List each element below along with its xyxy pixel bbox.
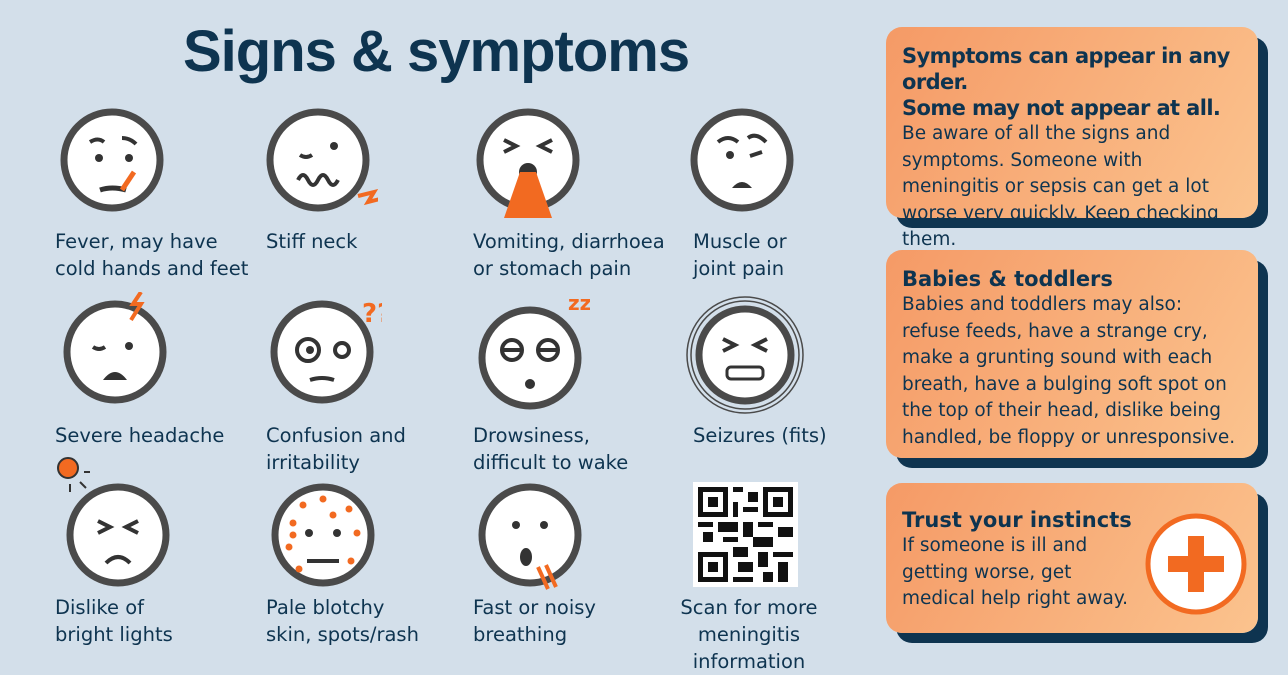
qr-code-icon xyxy=(698,487,793,582)
qr-caption: Scan for more meningitis information xyxy=(680,596,818,673)
rash-face-icon xyxy=(271,483,375,587)
box-text: Babies and toddlers may also: refuse fee… xyxy=(902,294,1236,448)
symptom-label: Dislike of bright lights xyxy=(55,596,173,646)
babies-toddlers-box: Babies & toddlers Babies and toddlers ma… xyxy=(886,250,1258,458)
box-heading: Babies & toddlers xyxy=(902,267,1113,291)
headache-face-icon xyxy=(63,292,167,404)
drowsy-face-icon: zzz xyxy=(478,298,590,410)
vomiting-face-icon xyxy=(476,108,580,218)
box-text: If someone is ill and getting worse, get… xyxy=(902,535,1129,609)
symptom-label: Pale blotchy skin, spots/rash xyxy=(266,596,419,646)
breathing-face-icon xyxy=(478,483,582,590)
symptom-label: Vomiting, diarrhoea or stomach pain xyxy=(473,230,665,280)
svg-text:zzz: zzz xyxy=(568,298,590,315)
symptom-label: Stiff neck xyxy=(266,230,358,253)
stiff-neck-face-icon xyxy=(266,108,378,212)
symptom-label: Seizures (fits) xyxy=(693,424,827,447)
light-sensitive-face-icon xyxy=(66,483,170,587)
pain-face-icon xyxy=(690,108,794,212)
trust-instincts-box: Trust your instincts If someone is ill a… xyxy=(886,483,1258,633)
symptom-label: Confusion and irritability xyxy=(266,424,406,474)
box-heading: Symptoms can appear in any order. Some m… xyxy=(902,44,1230,120)
medical-cross-icon xyxy=(1145,513,1247,615)
confused-face-icon: ?? xyxy=(270,299,382,404)
light-bulb-icon xyxy=(57,457,90,492)
symptom-label: Muscle or joint pain xyxy=(693,230,787,280)
symptom-label: Drowsiness, difficult to wake xyxy=(473,424,629,474)
svg-text:??: ?? xyxy=(362,299,382,329)
box-heading: Trust your instincts xyxy=(902,508,1132,532)
qr-code[interactable] xyxy=(693,482,798,587)
symptom-label: Fast or noisy breathing xyxy=(473,596,596,646)
any-order-box: Symptoms can appear in any order. Some m… xyxy=(886,27,1258,250)
fever-face-icon xyxy=(60,108,164,212)
symptom-label: Severe headache xyxy=(55,424,225,447)
page-title: Signs & symptoms xyxy=(183,19,690,84)
seizure-face-icon xyxy=(686,296,804,414)
box-text: Be aware of all the signs and symptoms. … xyxy=(902,123,1219,250)
symptom-label: Fever, may have cold hands and feet xyxy=(55,230,249,280)
